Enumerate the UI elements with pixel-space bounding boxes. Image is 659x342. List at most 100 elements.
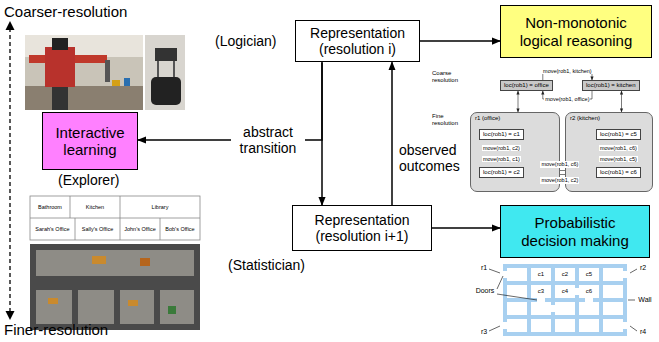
leader-line <box>628 300 635 301</box>
robot-base <box>151 77 181 105</box>
leader-lines <box>489 269 637 331</box>
box-text: loc(rob1) = c1 <box>483 131 520 138</box>
level-label: Coarse resolution <box>432 70 468 84</box>
robot-pole <box>173 61 175 78</box>
door-gap <box>585 296 593 304</box>
box-text: Representation (resolution i+1) <box>298 212 426 244</box>
grid-wall <box>503 298 627 302</box>
table-object <box>112 80 120 86</box>
plan-wall <box>30 218 200 219</box>
render-floor <box>36 250 194 276</box>
door-gap <box>621 322 629 329</box>
box-text: loc(rob1) = office <box>504 82 549 89</box>
room-name: Bathroom <box>38 204 62 210</box>
process-box: Representation (resolution i+1) <box>292 205 432 251</box>
render-furniture <box>92 256 106 264</box>
render-furniture <box>128 300 138 306</box>
box-text: Representation (resolution i) <box>301 25 414 57</box>
state-box: loc(rob1) = office <box>500 80 553 91</box>
level-label: Fine resolution <box>432 113 468 127</box>
process-box: Representation (resolution i) <box>295 20 420 62</box>
laptop <box>155 48 177 61</box>
edge-label: abstract transition <box>231 124 305 156</box>
leader-line <box>630 326 637 331</box>
grid-wall <box>503 315 627 319</box>
axis-arrowhead <box>6 311 15 320</box>
door-gap <box>501 322 509 329</box>
plan-wall <box>75 218 76 240</box>
render-floor <box>160 290 194 324</box>
grid-wall <box>503 281 627 285</box>
role-label: (Statistician) <box>228 257 305 273</box>
cell-label: c5 <box>586 271 592 278</box>
grid-wall <box>503 264 627 268</box>
room-name: Library <box>152 204 169 210</box>
leader-line <box>630 269 637 273</box>
room-name: John's Office <box>124 226 156 232</box>
photo-table <box>25 86 143 110</box>
cell-label: c6 <box>586 288 592 295</box>
leader-line <box>497 294 537 300</box>
process-box: Non-monotonic logical reasoning <box>500 5 652 58</box>
role-label: (Explorer) <box>58 172 119 188</box>
edge-label: move(rob1, office) <box>544 96 590 102</box>
edge-label: move(rob1, c5) <box>599 156 638 162</box>
box-text: loc(rob1) = c2 <box>483 169 520 176</box>
cell-label: c2 <box>562 271 568 278</box>
robot-photo <box>25 35 143 110</box>
leader-line <box>489 326 500 331</box>
axis-label: Coarser-resolution <box>4 3 127 20</box>
photo-wall <box>25 35 143 57</box>
region-title: r2 (kitchen) <box>570 115 648 122</box>
room-label: r2 <box>640 264 646 272</box>
floor-plan <box>30 196 200 240</box>
state-box: loc(rob1) = kitchen <box>582 80 640 91</box>
door-gap <box>621 271 629 278</box>
room-name: Sarah's Office <box>35 226 69 232</box>
table-object <box>124 78 130 86</box>
mobile-robot-photo <box>145 35 185 110</box>
cell-label: c3 <box>538 288 544 295</box>
connector <box>420 40 500 42</box>
render-floor <box>120 290 154 324</box>
room-name: Kitchen <box>86 204 104 210</box>
cell-label: c4 <box>562 288 568 295</box>
edge-label: move(rob1, c2) <box>540 177 579 183</box>
robot-body <box>45 47 75 87</box>
connector <box>432 227 500 229</box>
connector <box>518 91 519 112</box>
robot-arm <box>29 55 45 63</box>
simulation-render <box>30 244 200 330</box>
cell-label: c1 <box>538 271 544 278</box>
room-name: Bob's Office <box>165 226 194 232</box>
box-text: loc(rob1) = kitchen <box>586 82 636 89</box>
state-box: loc(rob1) = c5 <box>596 129 641 140</box>
box-text: loc(rob1) = c6 <box>600 169 637 176</box>
render-furniture <box>48 298 58 304</box>
resolution-axis <box>9 28 10 313</box>
plan-wall <box>70 196 71 218</box>
plan-wall <box>120 196 121 240</box>
edge-label: move(rob1, c2) <box>482 145 521 151</box>
state-box: loc(rob1) = c6 <box>596 167 641 178</box>
robot-pole <box>157 61 159 78</box>
axis-label: Finer-resolution <box>4 321 108 338</box>
render-floor <box>78 290 114 324</box>
process-box: Interactive learning <box>42 112 138 170</box>
box-text: loc(rob1) = c5 <box>600 131 637 138</box>
edge-label: move(rob1, kitchen) <box>542 68 593 74</box>
room-label: r3 <box>481 328 487 336</box>
box-text: Interactive learning <box>48 124 132 159</box>
render-floor <box>36 290 72 324</box>
axis-arrowhead <box>6 21 15 30</box>
door-gap <box>537 296 545 304</box>
door-gap <box>501 271 509 278</box>
note-label: Doors <box>476 287 495 295</box>
edge-label: observed outcomes <box>398 142 472 174</box>
process-box: Probabilistic decision making <box>500 205 650 258</box>
grid-walls <box>503 266 627 334</box>
door-gap <box>549 305 557 312</box>
robot-head <box>52 38 68 50</box>
edge-label: move(rob1, c6) <box>599 145 638 151</box>
robot-gripper <box>105 60 110 82</box>
